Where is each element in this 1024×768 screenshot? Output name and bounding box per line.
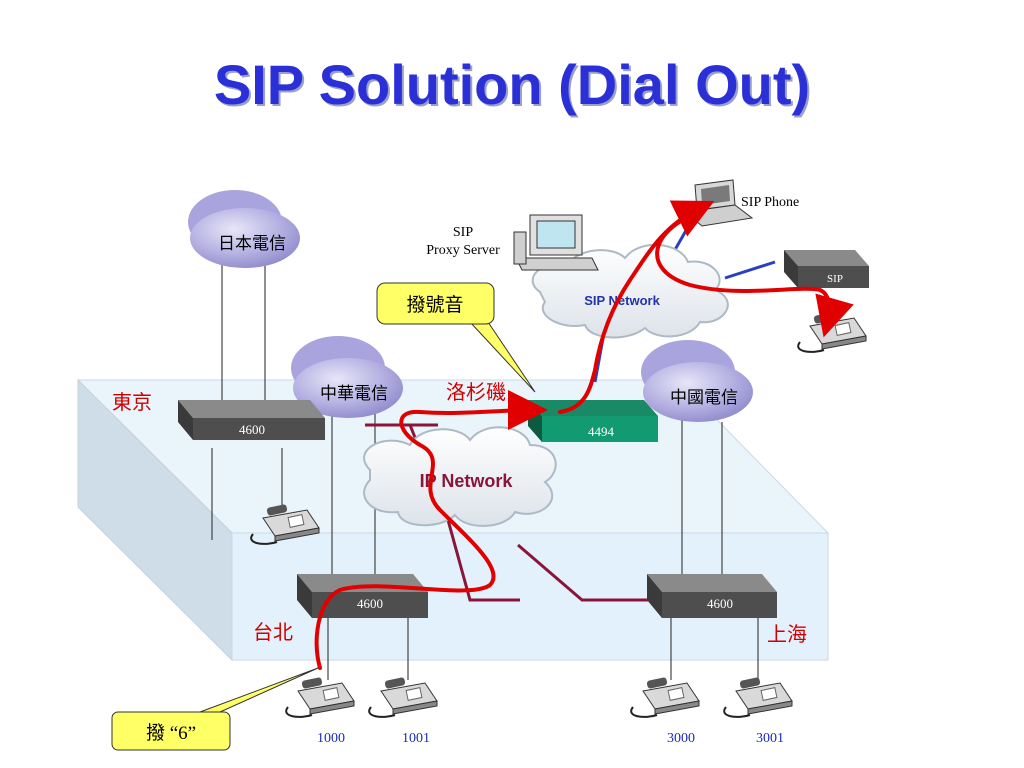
carrier-chunghwa-label: 中華電信 — [320, 384, 388, 403]
city-tokyo: 東京 — [112, 391, 152, 414]
switch-la-label: 4494 — [588, 424, 615, 439]
proxy-label-line2: Proxy Server — [426, 243, 500, 258]
carrier-japan-label: 日本電信 — [218, 234, 286, 253]
carrier-chunghwa: 中華電信 — [291, 336, 403, 418]
carrier-japan: 日本電信 — [188, 190, 300, 268]
sip-network-label: SIP Network — [584, 293, 660, 308]
switch-taipei-label: 4600 — [357, 596, 383, 611]
sip-phone-label: SIP Phone — [741, 195, 799, 210]
switch-shanghai: 4600 — [647, 574, 777, 618]
city-taipei: 台北 — [253, 621, 293, 644]
extension-label: 1001 — [402, 731, 430, 746]
carrier-china: 中國電信 — [641, 340, 753, 422]
city-shanghai: 上海 — [767, 623, 807, 646]
sip-gateway-box: SIP — [784, 250, 869, 288]
telephone-icon — [797, 312, 867, 353]
switch-tokyo: 4600 — [178, 400, 325, 440]
dial-tone-text: 撥號音 — [406, 294, 463, 316]
telephone-icon — [723, 677, 793, 718]
dial-six-text: 撥 “6” — [146, 722, 196, 744]
extension-label: 3000 — [667, 731, 695, 746]
telephone-icon — [285, 677, 355, 718]
switch-tokyo-label: 4600 — [239, 422, 265, 437]
extension-numbers: 1000 1001 3000 3001 — [317, 731, 784, 746]
telephone-icon — [250, 504, 320, 545]
switch-la: 4494 — [528, 400, 658, 442]
callout-dial-six: 撥 “6” — [111, 667, 319, 751]
telephone-icon — [368, 677, 438, 718]
telephone-icon — [630, 677, 700, 718]
extension-label: 1000 — [317, 731, 345, 746]
switch-taipei: 4600 — [297, 574, 428, 618]
call-path — [314, 200, 854, 670]
sip-box-label: SIP — [827, 273, 843, 285]
city-la: 洛杉磯 — [446, 381, 506, 404]
switch-shanghai-label: 4600 — [707, 596, 733, 611]
ip-network-label: IP Network — [420, 471, 514, 491]
slide-title: SIP Solution (Dial Out) — [213, 53, 811, 116]
ip-network-cloud: IP Network — [363, 426, 557, 527]
carrier-china-label: 中國電信 — [670, 388, 738, 407]
callout-dial-tone: 撥號音 — [376, 282, 536, 393]
proxy-label-line1: SIP — [453, 225, 473, 240]
extension-label: 3001 — [756, 731, 784, 746]
proxy-server-icon — [513, 214, 599, 271]
